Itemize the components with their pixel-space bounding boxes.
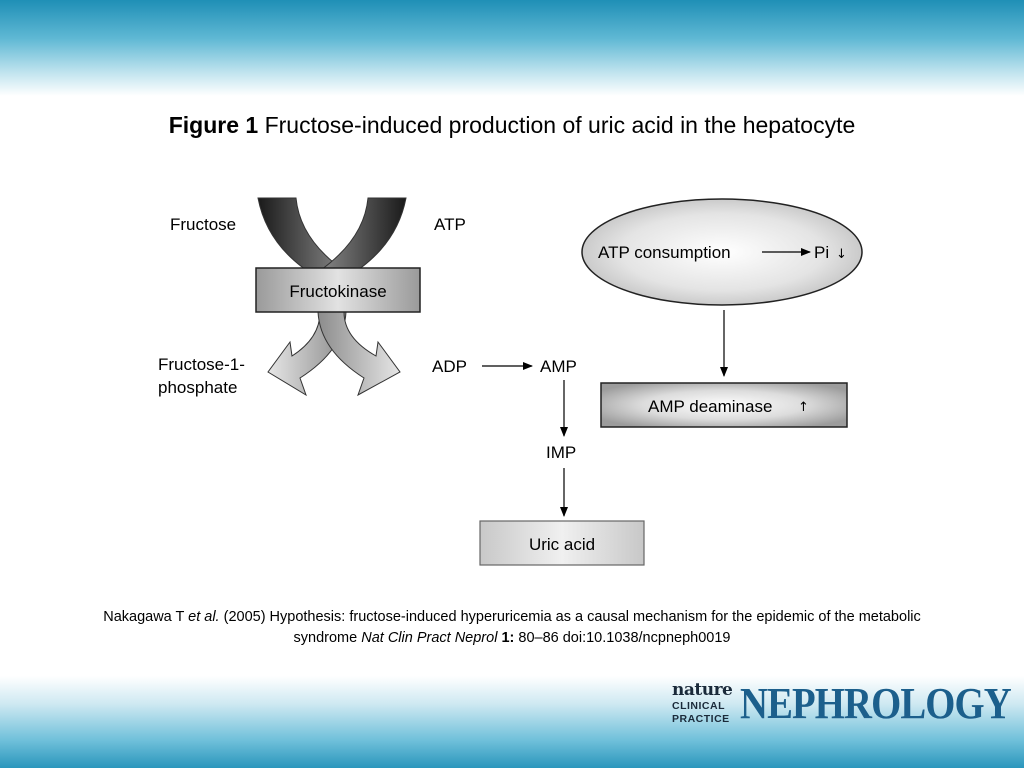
- atp-consumption-label: ATP consumption: [598, 243, 731, 262]
- adp-output-arrow: [317, 311, 401, 397]
- citation-author: Nakagawa T: [103, 609, 185, 625]
- amp-label: AMP: [540, 357, 577, 376]
- logo-practice: PRACTICE: [672, 713, 730, 725]
- journal-logo: nature CLINICAL PRACTICE NEPHROLOGY: [668, 680, 1012, 730]
- amp-deaminase-increase-arrow-icon: ↑: [798, 400, 809, 415]
- citation: Nakagawa T et al. (2005) Hypothesis: fru…: [100, 607, 924, 649]
- header-gradient-band: [0, 0, 1024, 96]
- pi-decrease-arrow-icon: ↓: [836, 247, 847, 262]
- fructokinase-label: Fructokinase: [289, 282, 386, 301]
- logo-nephrology: NEPHROLOGY: [740, 679, 1012, 728]
- pi-label: Pi: [814, 243, 829, 262]
- footer-gradient-band: [0, 676, 1024, 768]
- imp-label: IMP: [546, 443, 576, 462]
- figure-title-text: Fructose-induced production of uric acid…: [264, 112, 856, 138]
- atp-consumption-ellipse: [581, 198, 863, 306]
- amp-deaminase-label: AMP deaminase: [648, 397, 772, 416]
- adp-label: ADP: [432, 357, 467, 376]
- logo-clinical: CLINICAL: [672, 700, 725, 712]
- fructose1p-label-line1: Fructose-1-: [158, 355, 245, 374]
- atp-label: ATP: [434, 215, 466, 234]
- slide-title: Figure 1 Fructose-induced production of …: [0, 112, 1024, 139]
- fructokinase-box: [255, 267, 421, 313]
- uric-acid-label: Uric acid: [529, 535, 595, 554]
- uric-acid-box: [479, 520, 645, 566]
- fructose1p-label-line2: phosphate: [158, 378, 237, 397]
- figure-number: Figure 1: [168, 112, 259, 138]
- citation-etal: et al.: [188, 609, 220, 625]
- fructose-label: Fructose: [170, 215, 236, 234]
- citation-volume: 1:: [501, 630, 515, 646]
- logo-nature: nature: [672, 680, 733, 700]
- amp-deaminase-box: [600, 382, 848, 428]
- citation-body: (2005) Hypothesis: fructose-induced hype…: [223, 609, 921, 646]
- citation-journal: Nat Clin Pract Neprol: [361, 630, 498, 646]
- citation-pages: 80–86 doi:10.1038/ncpneph0019: [518, 630, 731, 646]
